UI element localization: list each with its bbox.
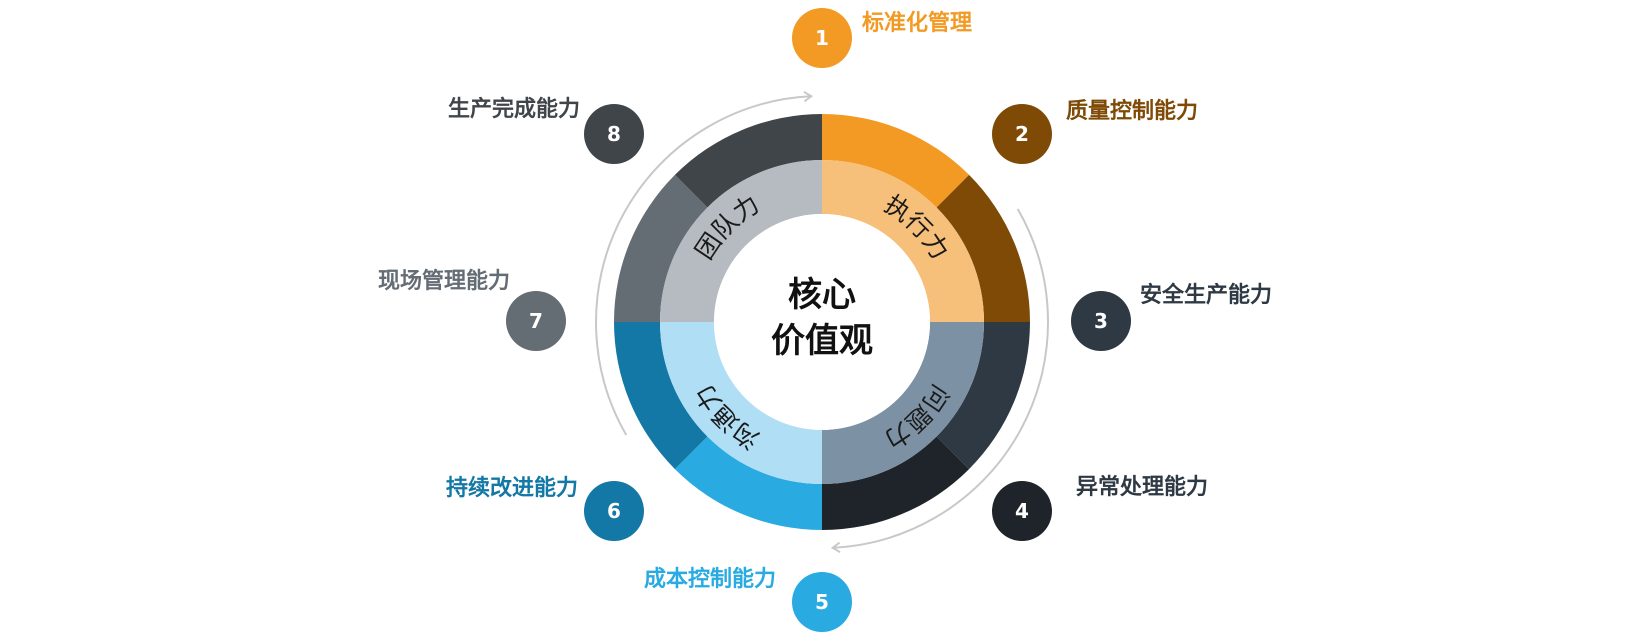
badge-number-6: 6 (607, 499, 621, 523)
badge-3 (1071, 291, 1131, 351)
badge-number-7: 7 (529, 309, 543, 333)
item-label-8: 生产完成能力 (448, 96, 580, 122)
item-label-5: 成本控制能力 (644, 566, 776, 592)
badge-number-2: 2 (1015, 122, 1029, 146)
item-label-4: 异常处理能力 (1076, 474, 1208, 500)
inner-segment-4 (660, 160, 822, 322)
outer-segment-5 (674, 436, 822, 530)
badge-number-3: 3 (1094, 309, 1108, 333)
inner-segment-1 (822, 160, 984, 322)
item-badges: 1 标准化管理 2 质量控制能力 3 安全生产能力 4 异常处理能力 5 成本控制能力 6 持续改进能… (378, 8, 1272, 632)
item-label-3: 安全生产能力 (1140, 282, 1272, 308)
arrow-left-arc (595, 91, 814, 436)
badge-1 (792, 8, 852, 68)
badge-number-1: 1 (815, 26, 829, 50)
arrow-right-arc (830, 208, 1049, 553)
badge-7 (506, 291, 566, 351)
badge-number-4: 4 (1015, 499, 1029, 523)
outer-segment-1 (822, 114, 970, 208)
badge-number-5: 5 (815, 590, 829, 614)
outer-segment-6 (614, 322, 708, 470)
item-label-1: 标准化管理 (862, 10, 972, 36)
inner-ring (660, 160, 984, 484)
outer-segment-3 (936, 322, 1030, 470)
badge-5 (792, 572, 852, 632)
badge-4 (992, 481, 1052, 541)
badge-2 (992, 104, 1052, 164)
outer-segment-7 (614, 174, 708, 322)
badge-8 (584, 104, 644, 164)
center-title-line2: 价值观 (771, 321, 873, 361)
center-disc (714, 214, 930, 430)
cycle-arrows (595, 91, 1049, 553)
outer-ring (614, 114, 1030, 530)
item-label-2: 质量控制能力 (1066, 98, 1198, 124)
outer-segment-8 (674, 114, 822, 208)
outer-segment-4 (822, 436, 970, 530)
item-label-7: 现场管理能力 (378, 268, 510, 294)
badge-number-8: 8 (607, 122, 621, 146)
inner-segment-3 (660, 322, 822, 484)
inner-segment-2 (822, 322, 984, 484)
outer-segment-2 (936, 174, 1030, 322)
badge-6 (584, 481, 644, 541)
item-label-6: 持续改进能力 (446, 475, 578, 501)
center-title-line1: 核心 (788, 275, 856, 315)
